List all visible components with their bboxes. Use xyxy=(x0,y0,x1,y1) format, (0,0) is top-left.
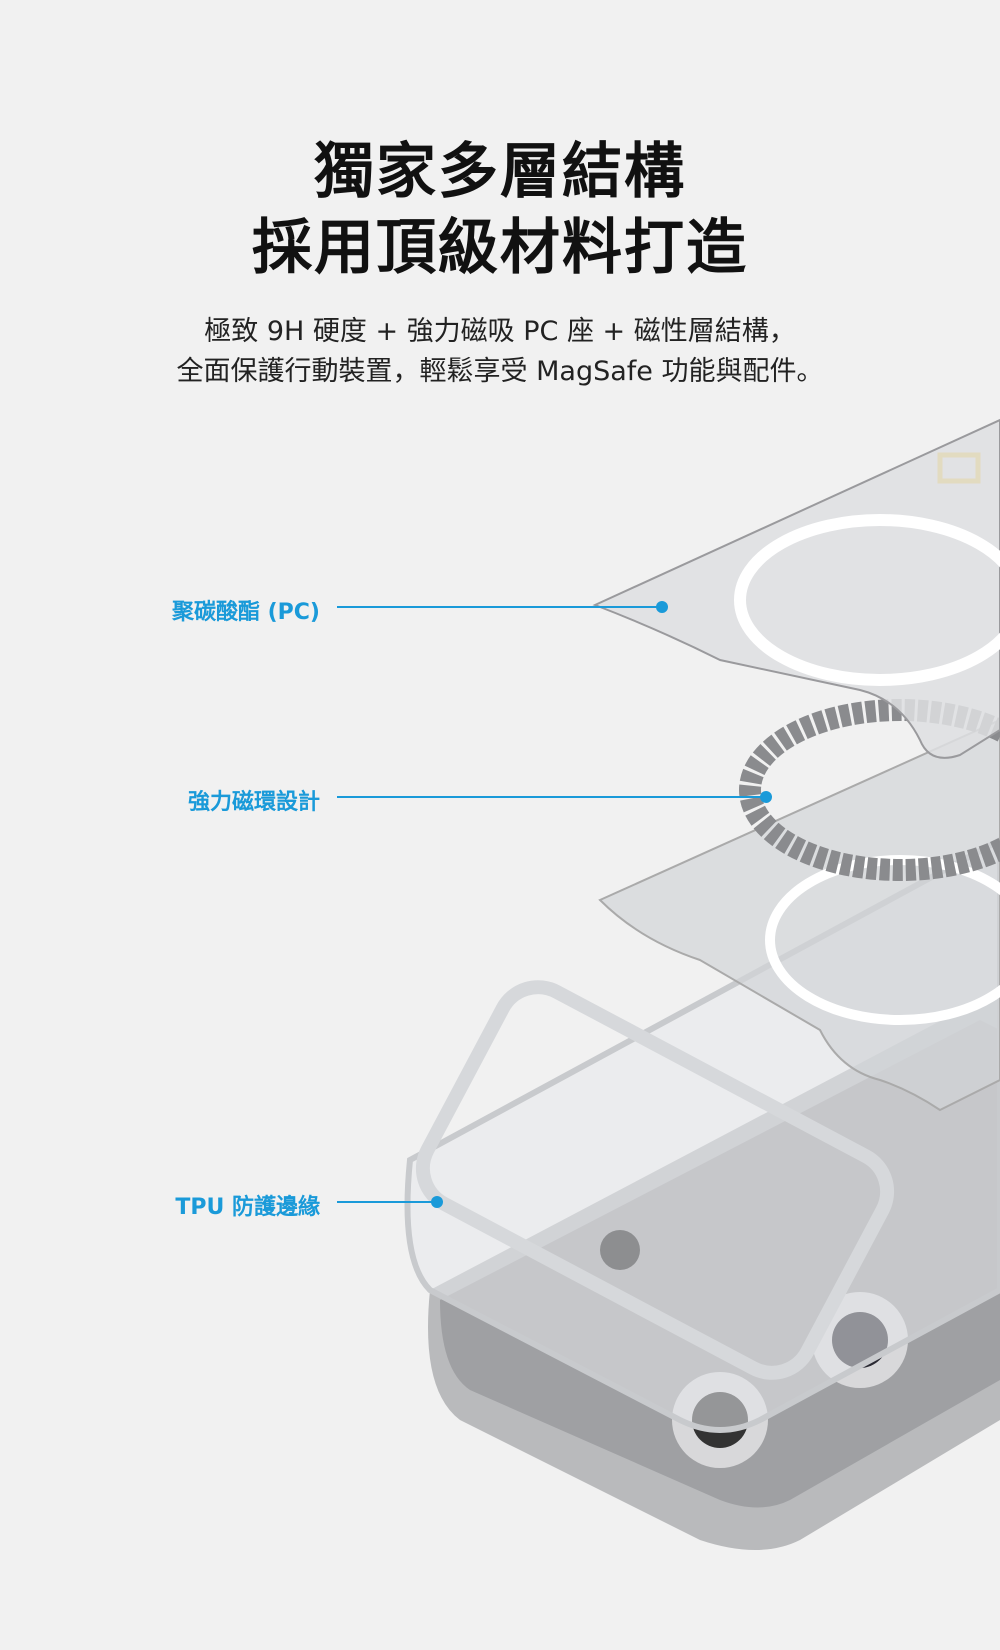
callout-dot-tpu xyxy=(431,1196,443,1208)
callout-label-magnet-ring: 強力磁環設計 xyxy=(187,790,320,815)
title-line-1: 獨家多層結構 xyxy=(314,137,686,207)
callout-dot-magnet xyxy=(760,791,772,803)
title-line-2: 採用頂級材料打造 xyxy=(252,213,748,283)
callout-label-pc: 聚碳酸酯 (PC) xyxy=(171,600,320,625)
pc-plate-image xyxy=(592,418,1000,759)
description: 極致 9H 硬度 + 強力磁吸 PC 座 + 磁性層結構， 全面保護行動裝置，輕… xyxy=(0,312,1000,392)
description-line-1: 極致 9H 硬度 + 強力磁吸 PC 座 + 磁性層結構， xyxy=(204,316,796,347)
page-title: 獨家多層結構 採用頂級材料打造 xyxy=(0,134,1000,286)
callout-label-tpu: TPU 防護邊緣 xyxy=(175,1195,320,1220)
callout-dot-pc xyxy=(656,601,668,613)
description-line-2: 全面保護行動裝置，輕鬆享受 MagSafe 功能與配件。 xyxy=(176,356,824,387)
